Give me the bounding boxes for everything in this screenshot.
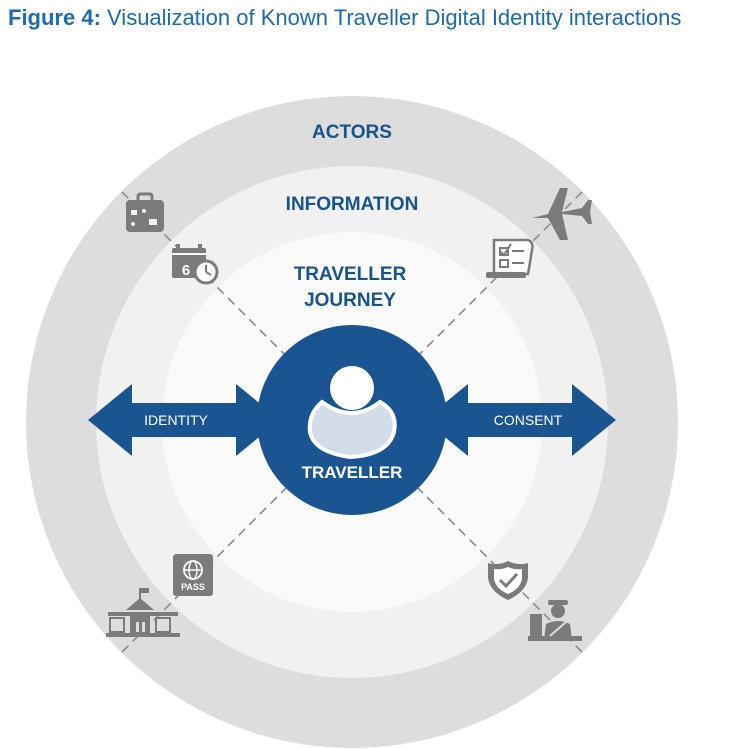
consent-arrow: CONSENT <box>424 384 616 456</box>
figure-label: Figure 4: <box>8 5 101 30</box>
information-label: INFORMATION <box>286 194 419 215</box>
luggage-icon <box>126 192 164 232</box>
traveller-journey-label-line2: JOURNEY <box>304 290 396 311</box>
identity-label: IDENTITY <box>144 412 208 428</box>
identity-arrow: IDENTITY <box>88 384 280 456</box>
passport-icon: PASS <box>173 554 213 596</box>
actors-label: ACTORS <box>312 122 392 143</box>
checklist-document-icon <box>486 238 534 278</box>
consent-label: CONSENT <box>494 412 563 428</box>
figure-title: Figure 4: Visualization of Known Travell… <box>8 4 748 31</box>
government-building-icon <box>106 588 180 637</box>
calendar-day: 6 <box>182 262 190 279</box>
traveller-person-icon <box>307 366 397 460</box>
airplane-icon <box>532 188 592 240</box>
security-shield-icon <box>488 561 528 600</box>
traveller-label: TRAVELLER <box>302 463 403 482</box>
traveller-node: TRAVELLER <box>257 325 447 515</box>
traveller-journey-label-line1: TRAVELLER <box>294 264 407 285</box>
figure-caption: Visualization of Known Traveller Digital… <box>107 5 682 30</box>
calendar-clock-icon: 6 <box>172 244 219 285</box>
passport-text: PASS <box>181 582 205 592</box>
border-officer-icon <box>528 600 582 641</box>
